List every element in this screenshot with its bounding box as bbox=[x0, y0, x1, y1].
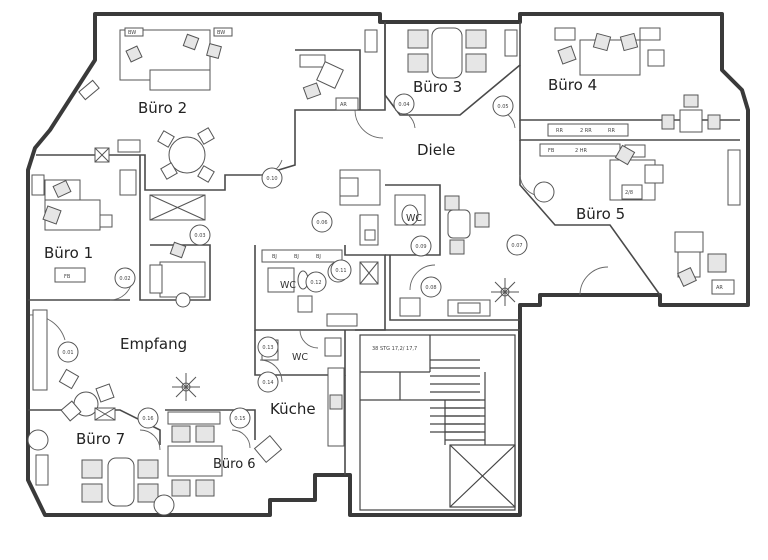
room-label-buero5: Büro 5 bbox=[576, 205, 625, 223]
room-label-empfang: Empfang bbox=[120, 335, 187, 353]
room-number-0-09: 0.09 bbox=[415, 244, 426, 250]
room-number-0-13: 0.13 bbox=[262, 345, 273, 351]
plant-icon-empfang bbox=[172, 373, 200, 401]
room-number-0-14: 0.14 bbox=[262, 380, 273, 386]
stairwell: 38 STG 17,2/ 17,7 bbox=[359, 334, 516, 511]
room-number-0-04: 0.04 bbox=[398, 102, 409, 108]
room-number-tags: 0.01 0.02 0.03 0.04 0.05 0.06 0.07 0.08 0.09 0.10… bbox=[62, 102, 522, 422]
room-number-0-01: 0.01 bbox=[62, 350, 73, 356]
room-label-buero4: Büro 4 bbox=[548, 76, 597, 94]
room-number-0-02: 0.02 bbox=[119, 276, 130, 282]
buero7-furniture bbox=[27, 429, 175, 516]
room-number-0-12: 0.12 bbox=[310, 280, 321, 286]
svg-text:AR: AR bbox=[340, 102, 347, 108]
wc-label-1: WC bbox=[280, 280, 296, 291]
svg-text:FB: FB bbox=[548, 148, 555, 154]
diele-furniture bbox=[311, 169, 528, 317]
plant-icon-diele bbox=[491, 278, 519, 306]
buero1-furniture: FB bbox=[31, 147, 137, 289]
buero4-furniture: RR 2 RR RR bbox=[547, 27, 721, 137]
svg-text:BJ: BJ bbox=[316, 254, 321, 260]
interior-walls bbox=[28, 22, 740, 475]
svg-text:BJ: BJ bbox=[294, 254, 299, 260]
svg-text:2 HR: 2 HR bbox=[575, 148, 588, 154]
room-label-kueche: Küche bbox=[270, 400, 316, 418]
svg-text:2 RR: 2 RR bbox=[580, 128, 592, 134]
hall-furniture bbox=[149, 167, 283, 308]
svg-text:BJ: BJ bbox=[272, 254, 277, 260]
svg-text:RR: RR bbox=[608, 128, 615, 134]
wc-label-2: WC bbox=[292, 352, 308, 363]
svg-text:2/8: 2/8 bbox=[625, 190, 633, 196]
room-number-0-03: 0.03 bbox=[194, 233, 205, 239]
buero2-furniture: BW BW AR bbox=[78, 27, 378, 183]
room-labels: Büro 2 Büro 3 Büro 4 Diele Büro 5 Büro 1… bbox=[44, 76, 625, 472]
empfang-furniture bbox=[32, 309, 251, 429]
svg-text:BW: BW bbox=[217, 30, 225, 36]
room-number-0-07: 0.07 bbox=[511, 243, 522, 249]
room-number-0-11: 0.11 bbox=[335, 268, 346, 274]
room-number-0-10: 0.10 bbox=[266, 176, 277, 182]
svg-text:RR: RR bbox=[556, 128, 563, 134]
wc-label-3: WC bbox=[406, 213, 422, 224]
svg-text:BW: BW bbox=[128, 30, 136, 36]
room-number-0-16: 0.16 bbox=[142, 416, 153, 422]
svg-text:FB: FB bbox=[64, 274, 71, 280]
room-label-buero1: Büro 1 bbox=[44, 244, 93, 262]
room-label-buero6: Büro 6 bbox=[213, 457, 256, 472]
svg-text:38 STG 17,2/ 17,7: 38 STG 17,2/ 17,7 bbox=[372, 346, 417, 352]
room-label-buero2: Büro 2 bbox=[138, 99, 187, 117]
room-number-0-08: 0.08 bbox=[425, 285, 436, 291]
room-label-buero3: Büro 3 bbox=[413, 78, 462, 96]
outer-walls bbox=[26, 12, 750, 517]
buero6-furniture bbox=[167, 411, 223, 497]
svg-text:AR: AR bbox=[716, 285, 723, 291]
room-label-diele: Diele bbox=[417, 141, 455, 159]
room-number-0-15: 0.15 bbox=[234, 416, 245, 422]
buero5-furniture: FB 2 HR 2/8 AR bbox=[533, 143, 741, 295]
buero3-furniture bbox=[393, 27, 518, 117]
room-number-0-05: 0.05 bbox=[497, 104, 508, 110]
room-label-buero7: Büro 7 bbox=[76, 430, 125, 448]
wc-kueche-furniture: BJ BJ BJ bbox=[253, 249, 379, 464]
room-number-0-06: 0.06 bbox=[316, 220, 327, 226]
